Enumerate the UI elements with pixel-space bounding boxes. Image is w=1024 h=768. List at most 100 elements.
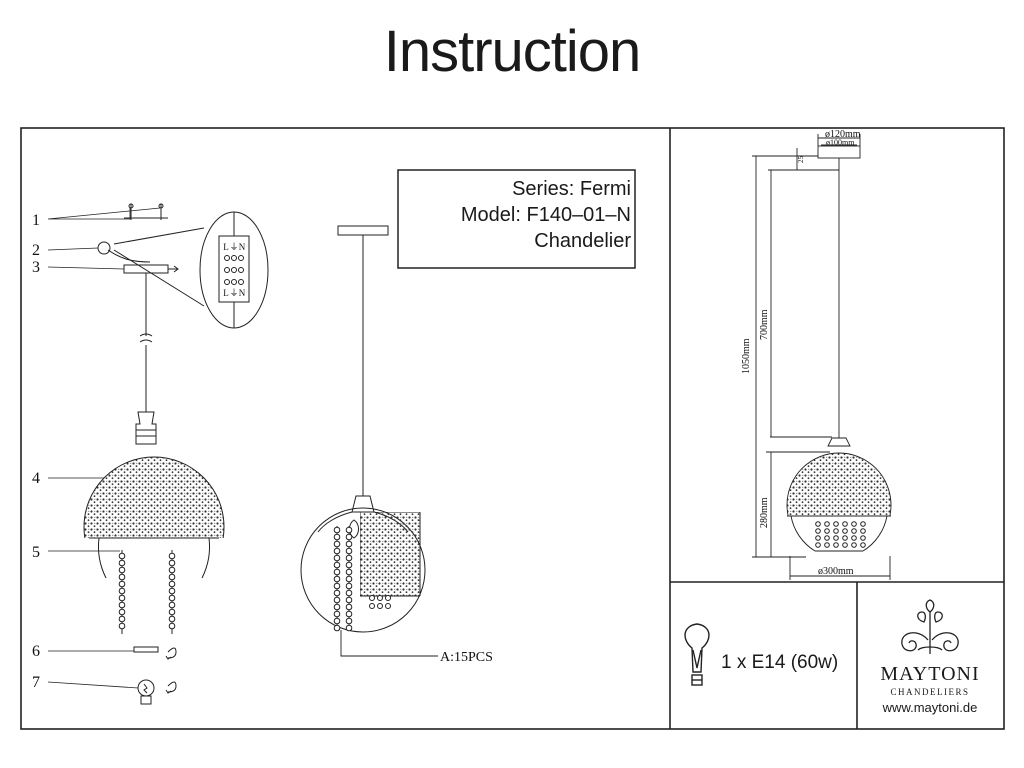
dim-canopy — [817, 145, 861, 159]
crystal-bead — [851, 535, 857, 541]
dim-canopy-outer: ø120mm — [825, 129, 861, 140]
crystal-bead — [860, 528, 866, 534]
outer-frame — [20, 127, 1005, 730]
crystal-bead — [815, 521, 821, 527]
crystal-bead — [842, 528, 848, 534]
crystal-bead — [851, 528, 857, 534]
part-4-globe — [83, 456, 225, 579]
crystal-bead — [345, 624, 353, 632]
page-title: Instruction — [383, 19, 642, 84]
assembled-globe — [300, 507, 426, 633]
dim-cable: 700mm — [759, 309, 770, 340]
dim-crystals — [815, 521, 866, 548]
brand-url: www.maytoni.de — [882, 700, 978, 715]
crystal-leader — [340, 630, 438, 657]
crystal-bead — [345, 575, 353, 583]
crystal-bead — [345, 596, 353, 604]
crystal-bead — [168, 601, 176, 609]
crystal-bead — [333, 547, 341, 555]
crystal-bead — [842, 542, 848, 548]
crystal-bead — [345, 561, 353, 569]
crystal-bead — [333, 561, 341, 569]
terminal-n-bottom: N — [239, 288, 246, 298]
crystal-bead — [168, 566, 176, 574]
crystal-bead — [118, 615, 126, 623]
dim-canopy-height: 25 — [797, 156, 805, 164]
series-label: Series: Fermi — [512, 178, 631, 200]
crystal-bead — [118, 608, 126, 616]
crystal-bead — [333, 575, 341, 583]
crystal-bead — [369, 603, 375, 609]
crystal-bead — [118, 580, 126, 588]
crystal-bead — [851, 521, 857, 527]
crystal-bead — [333, 526, 341, 534]
part-number-2: 2 — [32, 242, 40, 259]
crystal-bead — [385, 603, 391, 609]
crystal-bead — [345, 533, 353, 541]
crystal-beads — [118, 552, 176, 630]
crystal-bead — [345, 610, 353, 618]
type-label: Chandelier — [534, 230, 631, 252]
dim-canopy-inner: ø100mm — [826, 138, 855, 147]
crystal-bead — [118, 573, 126, 581]
terminal-earth-top: ⏚ — [229, 242, 238, 252]
crystal-bead — [345, 547, 353, 555]
dim-overall: 1050mm — [741, 338, 752, 374]
crystal-bead — [345, 568, 353, 576]
bulb-icon — [684, 623, 710, 686]
bulb-spec: 1 x E14 (60w) — [721, 652, 839, 673]
crystal-bead — [168, 580, 176, 588]
crystal-bead — [168, 559, 176, 567]
crystal-bead — [168, 615, 176, 623]
crystal-bead — [851, 542, 857, 548]
crystal-bead — [345, 554, 353, 562]
crystal-bead — [118, 566, 126, 574]
crystal-bead — [815, 542, 821, 548]
part-6-ring — [133, 646, 159, 653]
crystal-bead — [824, 528, 830, 534]
crystal-bead — [833, 528, 839, 534]
crystal-bead — [333, 589, 341, 597]
crystal-bead — [118, 587, 126, 595]
crystal-bead — [333, 568, 341, 576]
crystal-bead — [345, 617, 353, 625]
crystal-bead — [333, 554, 341, 562]
crystal-bead — [824, 542, 830, 548]
crystal-bead — [824, 535, 830, 541]
model-label: Model: F140‒01‒N — [460, 204, 631, 226]
crystal-bead — [377, 595, 383, 601]
dimension-drawing — [752, 134, 892, 580]
crystal-bead — [860, 535, 866, 541]
assembled-crystal-beads — [333, 526, 391, 632]
crystal-bead — [118, 622, 126, 630]
brand-name: MAYTONI — [880, 663, 980, 685]
crystal-bead — [118, 601, 126, 609]
terminal-n-top: N — [239, 242, 246, 252]
crystal-bead — [333, 610, 341, 618]
assembled-view — [300, 225, 438, 657]
crystal-bead — [168, 594, 176, 602]
crystal-bead — [333, 617, 341, 625]
terminal-l-bottom: L — [223, 288, 229, 298]
part-number-5: 5 — [32, 544, 40, 561]
info-box: Series: Fermi Model: F140‒01‒N Chandelie… — [398, 170, 635, 268]
dimension-labels: ø120mm ø100mm 25 1050mm 700mm 280mm ø300… — [741, 129, 861, 577]
crystal-bead — [385, 595, 391, 601]
part-5-crystal-strands — [121, 550, 173, 634]
crystal-bead — [345, 526, 353, 534]
crystal-bead — [815, 535, 821, 541]
part-number-1: 1 — [32, 212, 40, 229]
crystal-bead — [860, 521, 866, 527]
crystal-bead — [168, 608, 176, 616]
crystal-count-label: A:15PCS — [440, 650, 493, 665]
crystal-bead — [345, 540, 353, 548]
assembled-bulb — [349, 519, 359, 539]
exploded-diagram — [47, 203, 269, 705]
crystal-bead — [369, 595, 375, 601]
part-number-4: 4 — [32, 470, 40, 487]
crystal-bead — [333, 540, 341, 548]
crystal-bead — [377, 603, 383, 609]
crystal-bead — [815, 528, 821, 534]
crystal-bead — [345, 589, 353, 597]
